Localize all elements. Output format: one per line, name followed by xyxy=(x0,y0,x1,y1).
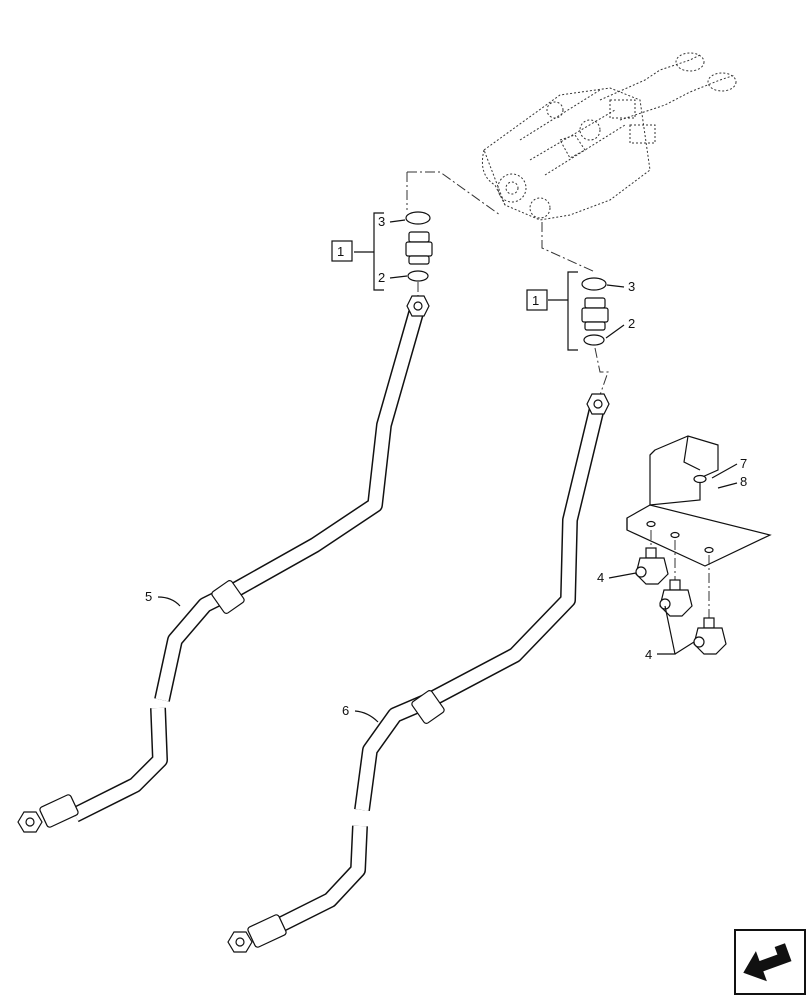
callout-seal-right: 2 xyxy=(628,316,635,331)
callout-group-right: 1 xyxy=(532,293,539,308)
fitting-group-right xyxy=(548,271,609,351)
seal-left xyxy=(407,270,429,282)
callout-oring-left: 3 xyxy=(378,214,385,229)
callout-bolt: 7 xyxy=(740,456,747,471)
callout-box-group-left xyxy=(331,240,353,262)
bolt xyxy=(693,474,707,484)
hose-left xyxy=(17,295,430,833)
arrow-return-icon[interactable] xyxy=(734,929,806,995)
control-valve-assembly xyxy=(481,52,737,221)
callout-clip-lower: 4 xyxy=(645,647,652,662)
callout-bracket: 8 xyxy=(740,474,747,489)
callout-oring-right: 3 xyxy=(628,279,635,294)
fitting-group-left xyxy=(354,211,433,291)
callout-box-group-right xyxy=(526,289,548,311)
clip-upper xyxy=(635,547,669,585)
seal-right xyxy=(583,334,605,346)
o-ring-left xyxy=(405,211,431,225)
callout-clip-upper: 4 xyxy=(597,570,604,585)
o-ring-right xyxy=(581,277,607,291)
callout-hose-right: 6 xyxy=(342,703,349,718)
clip-lower xyxy=(693,617,727,655)
callout-hose-left: 5 xyxy=(145,589,152,604)
clip-middle xyxy=(659,579,693,617)
callout-group-left: 1 xyxy=(337,244,344,259)
bracket xyxy=(626,435,772,567)
callout-seal-left: 2 xyxy=(378,270,385,285)
hose-right xyxy=(227,393,610,953)
